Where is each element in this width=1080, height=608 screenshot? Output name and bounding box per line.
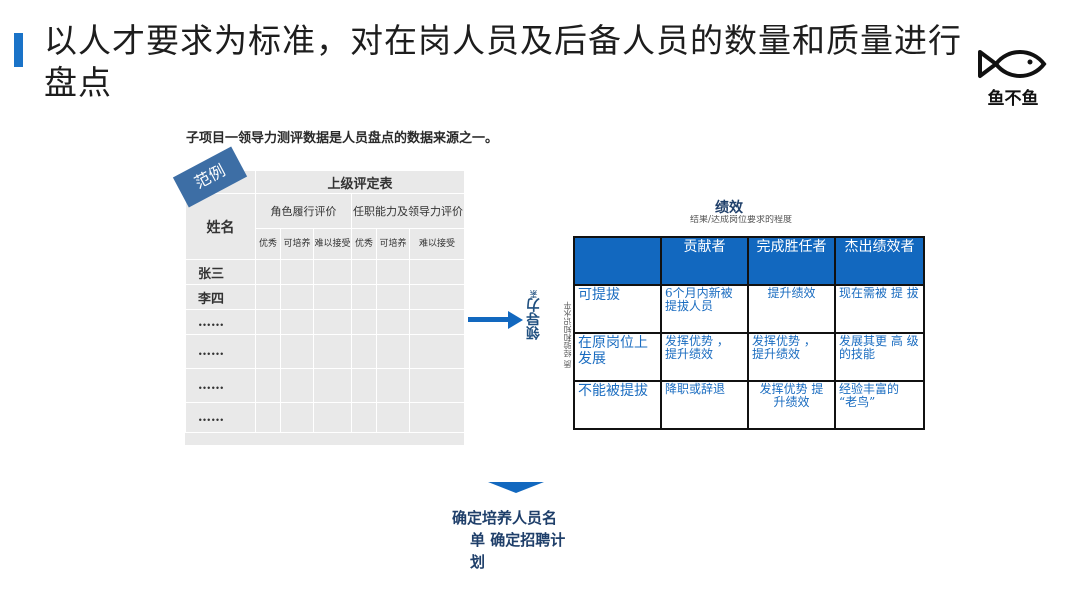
- row-name: ……: [185, 309, 256, 335]
- talent-matrix: 贡献者 完成胜任者 杰出绩效者 可提拔 6个月内新被提拔人员 提升绩效 现在需被…: [573, 236, 925, 431]
- subtitle: 子项目一领导力测评数据是人员盘点的数据来源之一。: [186, 131, 499, 146]
- title-accent-bar: [14, 33, 23, 67]
- matrix-cell: 6个月内新被提拔人员: [660, 284, 749, 334]
- matrix-cell: 发挥优势 ， 提升绩效: [747, 332, 836, 382]
- table-row: ……: [185, 334, 466, 369]
- axis-sublabel: 质 经验和知识水平: [563, 301, 572, 368]
- sub-header: 优秀: [255, 228, 281, 260]
- down-arrow-icon: [488, 482, 544, 493]
- matrix-cell: 发挥优势 提 升绩效: [747, 380, 836, 430]
- table-row: ……: [185, 368, 466, 403]
- evaluation-table: 上级评定表 姓名 角色履行评价 任职能力及领导力评价 优秀 可培养 难以接受 优…: [185, 170, 466, 445]
- column-header: 完成胜任者: [747, 236, 836, 286]
- sub-header: 可培养: [376, 228, 410, 260]
- matrix-cell: 提升绩效: [747, 284, 836, 334]
- right-arrow-icon: [468, 311, 523, 329]
- matrix-corner: [573, 236, 662, 286]
- axis-label-suffix: 素: [529, 290, 538, 298]
- axis-label: 领导力素: [524, 290, 544, 340]
- sub-header: 难以接受: [408, 228, 466, 260]
- table-caption: 上级评定表: [254, 170, 466, 194]
- result-line: 划: [470, 553, 486, 571]
- name-header: 姓名: [185, 193, 256, 260]
- result-line: 确定培养人员名: [452, 509, 558, 527]
- axis-label-main: 领导力: [526, 298, 542, 340]
- result-text: 确定培养人员名 单 确定招聘计 划: [452, 507, 602, 573]
- sub-header: 优秀: [351, 228, 377, 260]
- result-line: 单 确定招聘计: [470, 531, 566, 549]
- column-header: 贡献者: [660, 236, 749, 286]
- row-header: 不能被提拔: [573, 380, 662, 430]
- group-header-role: 角色履行评价: [255, 193, 352, 229]
- matrix-cell: 经验丰富的 “老鸟”: [834, 380, 925, 430]
- row-header: 可提拔: [573, 284, 662, 334]
- sub-header: 难以接受: [313, 228, 352, 260]
- row-name: 李四: [185, 284, 256, 310]
- table-row: 张三: [185, 259, 466, 285]
- logo: 鱼不鱼: [972, 44, 1054, 110]
- row-header: 在原岗位上发展: [573, 332, 662, 382]
- matrix-title: 绩效: [715, 200, 743, 216]
- fish-icon: [978, 50, 1047, 78]
- matrix-cell: 降职或辞退: [660, 380, 749, 430]
- row-name: ……: [185, 334, 256, 369]
- matrix-cell: 发挥优势 ， 提升绩效: [660, 332, 749, 382]
- matrix-cell: 现在需被 提 拔: [834, 284, 925, 334]
- row-name: ……: [185, 368, 256, 403]
- matrix-cell: 发展其更 高 级的技能: [834, 332, 925, 382]
- column-header: 杰出绩效者: [834, 236, 925, 286]
- row-name: ……: [185, 402, 256, 433]
- sub-header: 可培养: [280, 228, 314, 260]
- group-header-ability: 任职能力及领导力评价: [350, 193, 466, 229]
- table-row: ……: [185, 309, 466, 335]
- logo-text: 鱼不鱼: [987, 89, 1039, 109]
- page-title: 以人才要求为标准，对在岗人员及后备人员的数量和质量进行盘点: [44, 21, 962, 102]
- table-row: 李四: [185, 284, 466, 310]
- row-name: 张三: [185, 259, 256, 285]
- table-row: ……: [185, 402, 466, 433]
- matrix-subtitle: 结果/达成岗位要求的程度: [690, 215, 793, 225]
